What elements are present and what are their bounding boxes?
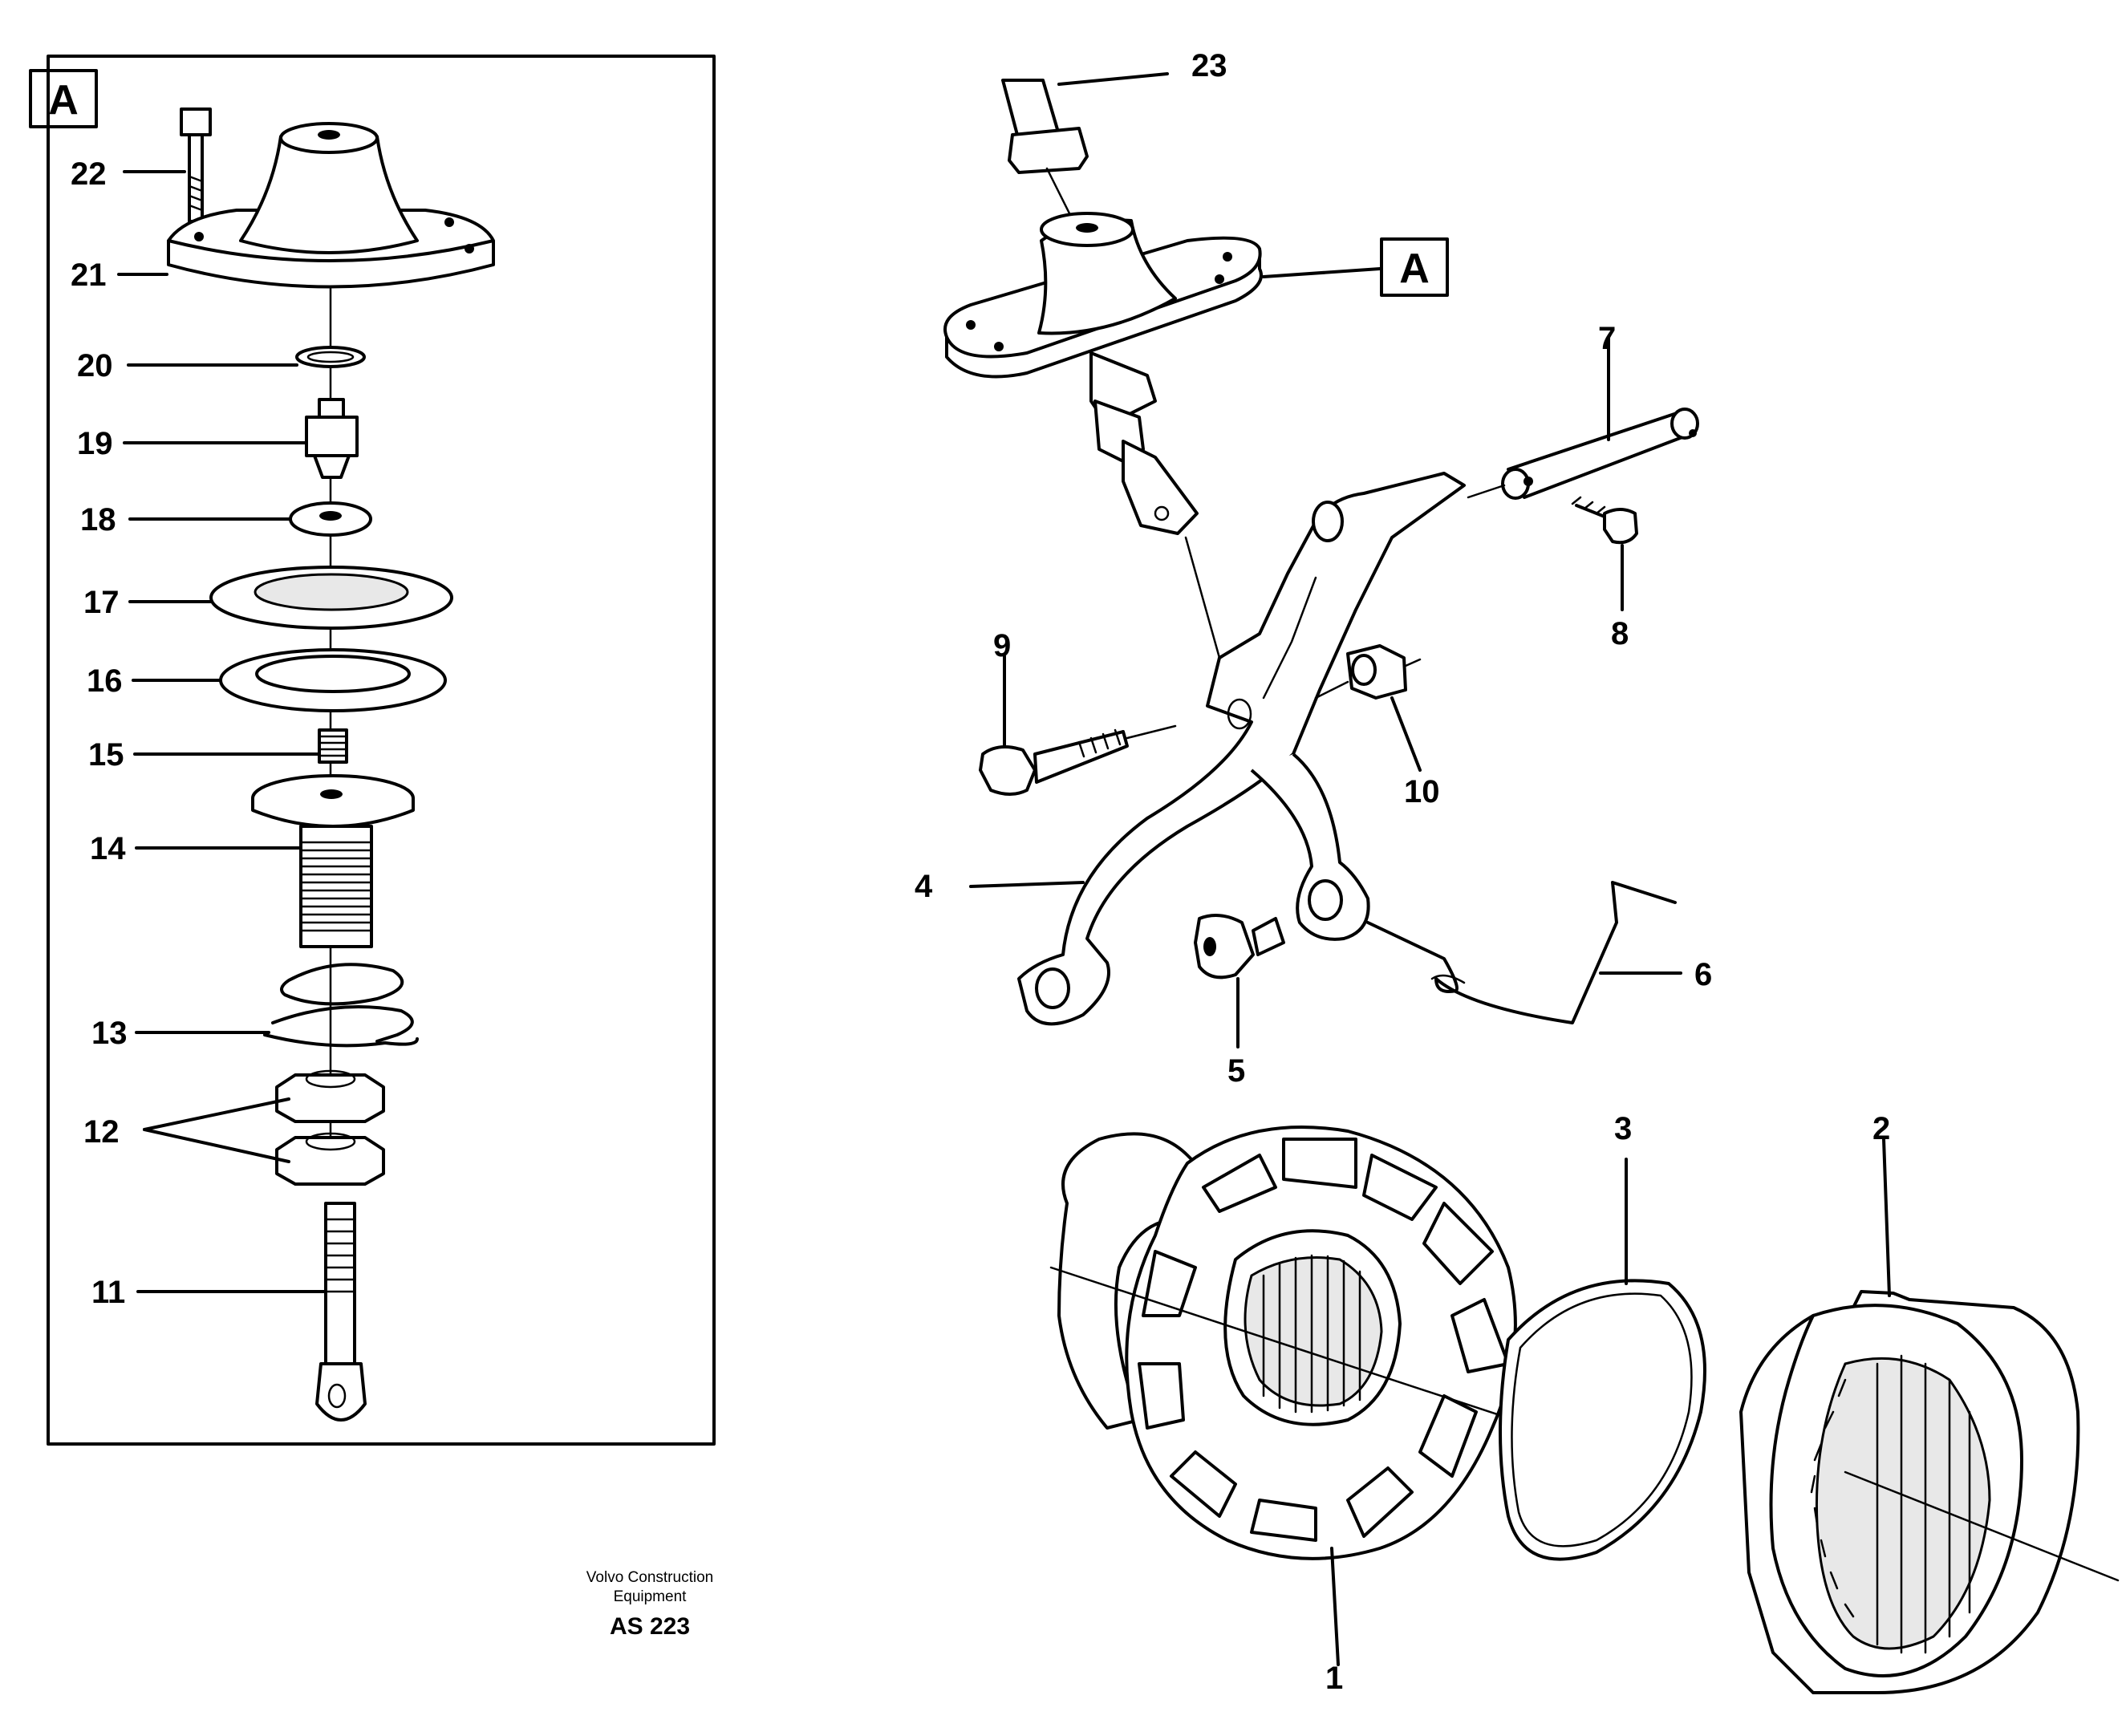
- label-14: 14: [90, 831, 126, 866]
- label-8: 8: [1611, 616, 1629, 651]
- label-6: 6: [1694, 957, 1712, 992]
- label-20: 20: [77, 348, 113, 383]
- part-17-plate: [209, 566, 453, 630]
- stem-to-lever-line: [1184, 536, 1221, 659]
- main-valve-stem: [1089, 351, 1199, 535]
- part-15-spring: [318, 728, 348, 764]
- label-13: 13: [91, 1016, 128, 1051]
- part-4-fork-lever: [1017, 472, 1466, 1026]
- part-11-rod-end: [315, 1202, 367, 1422]
- detail-box: [29, 69, 98, 128]
- part-21-flange: [167, 122, 495, 289]
- label-19: 19: [77, 426, 113, 461]
- sleeve-axis: [1844, 1470, 2120, 1582]
- part-12-nut-upper: [275, 1069, 385, 1123]
- label-11: 11: [91, 1275, 125, 1310]
- label-12: 12: [83, 1114, 120, 1150]
- part-1-hub: [1057, 1126, 1517, 1560]
- label-21: 21: [71, 258, 107, 293]
- footer-code: AS 223: [609, 1613, 691, 1640]
- part-10-nut: [1314, 644, 1422, 700]
- label-17: 17: [83, 585, 120, 620]
- detail-leaders: [117, 170, 327, 1293]
- part-3-ring: [1499, 1279, 1706, 1561]
- part-23-shaft: [1001, 79, 1089, 218]
- part-16-seal: [219, 648, 447, 712]
- label-15: 15: [88, 737, 124, 773]
- detail-box-letter: A: [48, 77, 79, 124]
- leader-4: [969, 881, 1085, 888]
- part-7-pin: [1467, 408, 1699, 500]
- part-9-bolt: [979, 724, 1177, 796]
- label-4: 4: [915, 869, 933, 904]
- part-13-spring: [263, 963, 419, 1048]
- label-1: 1: [1325, 1661, 1343, 1696]
- label-3: 3: [1614, 1111, 1632, 1146]
- label-16: 16: [87, 663, 123, 699]
- part-2-sleeve: [1739, 1290, 2080, 1694]
- label-23: 23: [1191, 48, 1227, 83]
- label-9: 9: [993, 628, 1011, 663]
- label-18: 18: [80, 502, 116, 537]
- detail-frame: [47, 55, 716, 1446]
- part-8-screw: [1571, 496, 1638, 545]
- part-20-o-ring: [295, 346, 366, 368]
- part-18-washer: [289, 501, 372, 537]
- leader-1: [1330, 1547, 1340, 1666]
- leader-2: [1882, 1138, 1891, 1297]
- callout-box-letter: A: [1399, 245, 1430, 292]
- label-10: 10: [1404, 774, 1440, 809]
- label-5: 5: [1227, 1053, 1245, 1089]
- footer-line1: Volvo Construction: [586, 1569, 714, 1586]
- leader-a: [1262, 267, 1381, 278]
- part-22-bolt: [180, 107, 212, 223]
- main-flange: [943, 212, 1263, 379]
- part-12-nut-lower: [275, 1132, 385, 1186]
- callout-box: [1380, 237, 1449, 297]
- leader-10: [1390, 696, 1422, 772]
- part-6-clip: [1366, 881, 1677, 1024]
- label-22: 22: [71, 156, 107, 192]
- label-2: 2: [1872, 1111, 1890, 1146]
- part-14-sleeve: [251, 774, 415, 948]
- part-19-valve: [305, 398, 359, 479]
- part-5-shoe: [1194, 914, 1285, 980]
- footer-caption: Volvo Construction Equipment AS 223: [562, 1568, 738, 1641]
- leader-23: [1057, 72, 1169, 86]
- footer-line2: Equipment: [613, 1588, 687, 1605]
- label-7: 7: [1598, 321, 1616, 356]
